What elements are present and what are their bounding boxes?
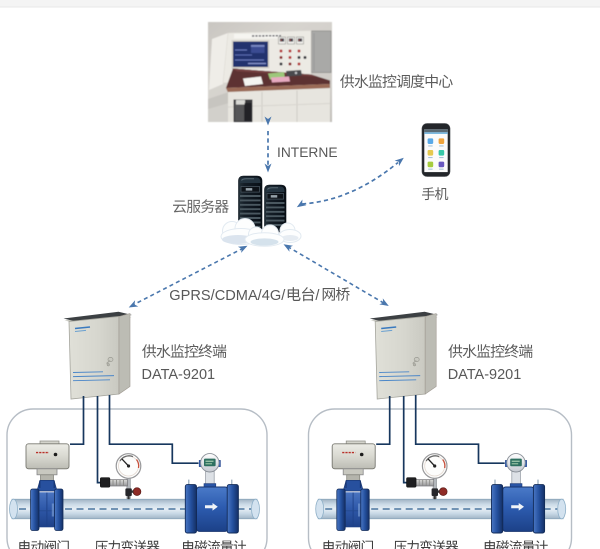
svg-text:INTERNE: INTERNE: [277, 145, 338, 160]
svg-text:GPRS/CDMA/4G/: GPRS/CDMA/4G/: [169, 288, 286, 304]
svg-text:/: /: [315, 288, 320, 304]
svg-text:DATA-9201: DATA-9201: [142, 367, 216, 383]
